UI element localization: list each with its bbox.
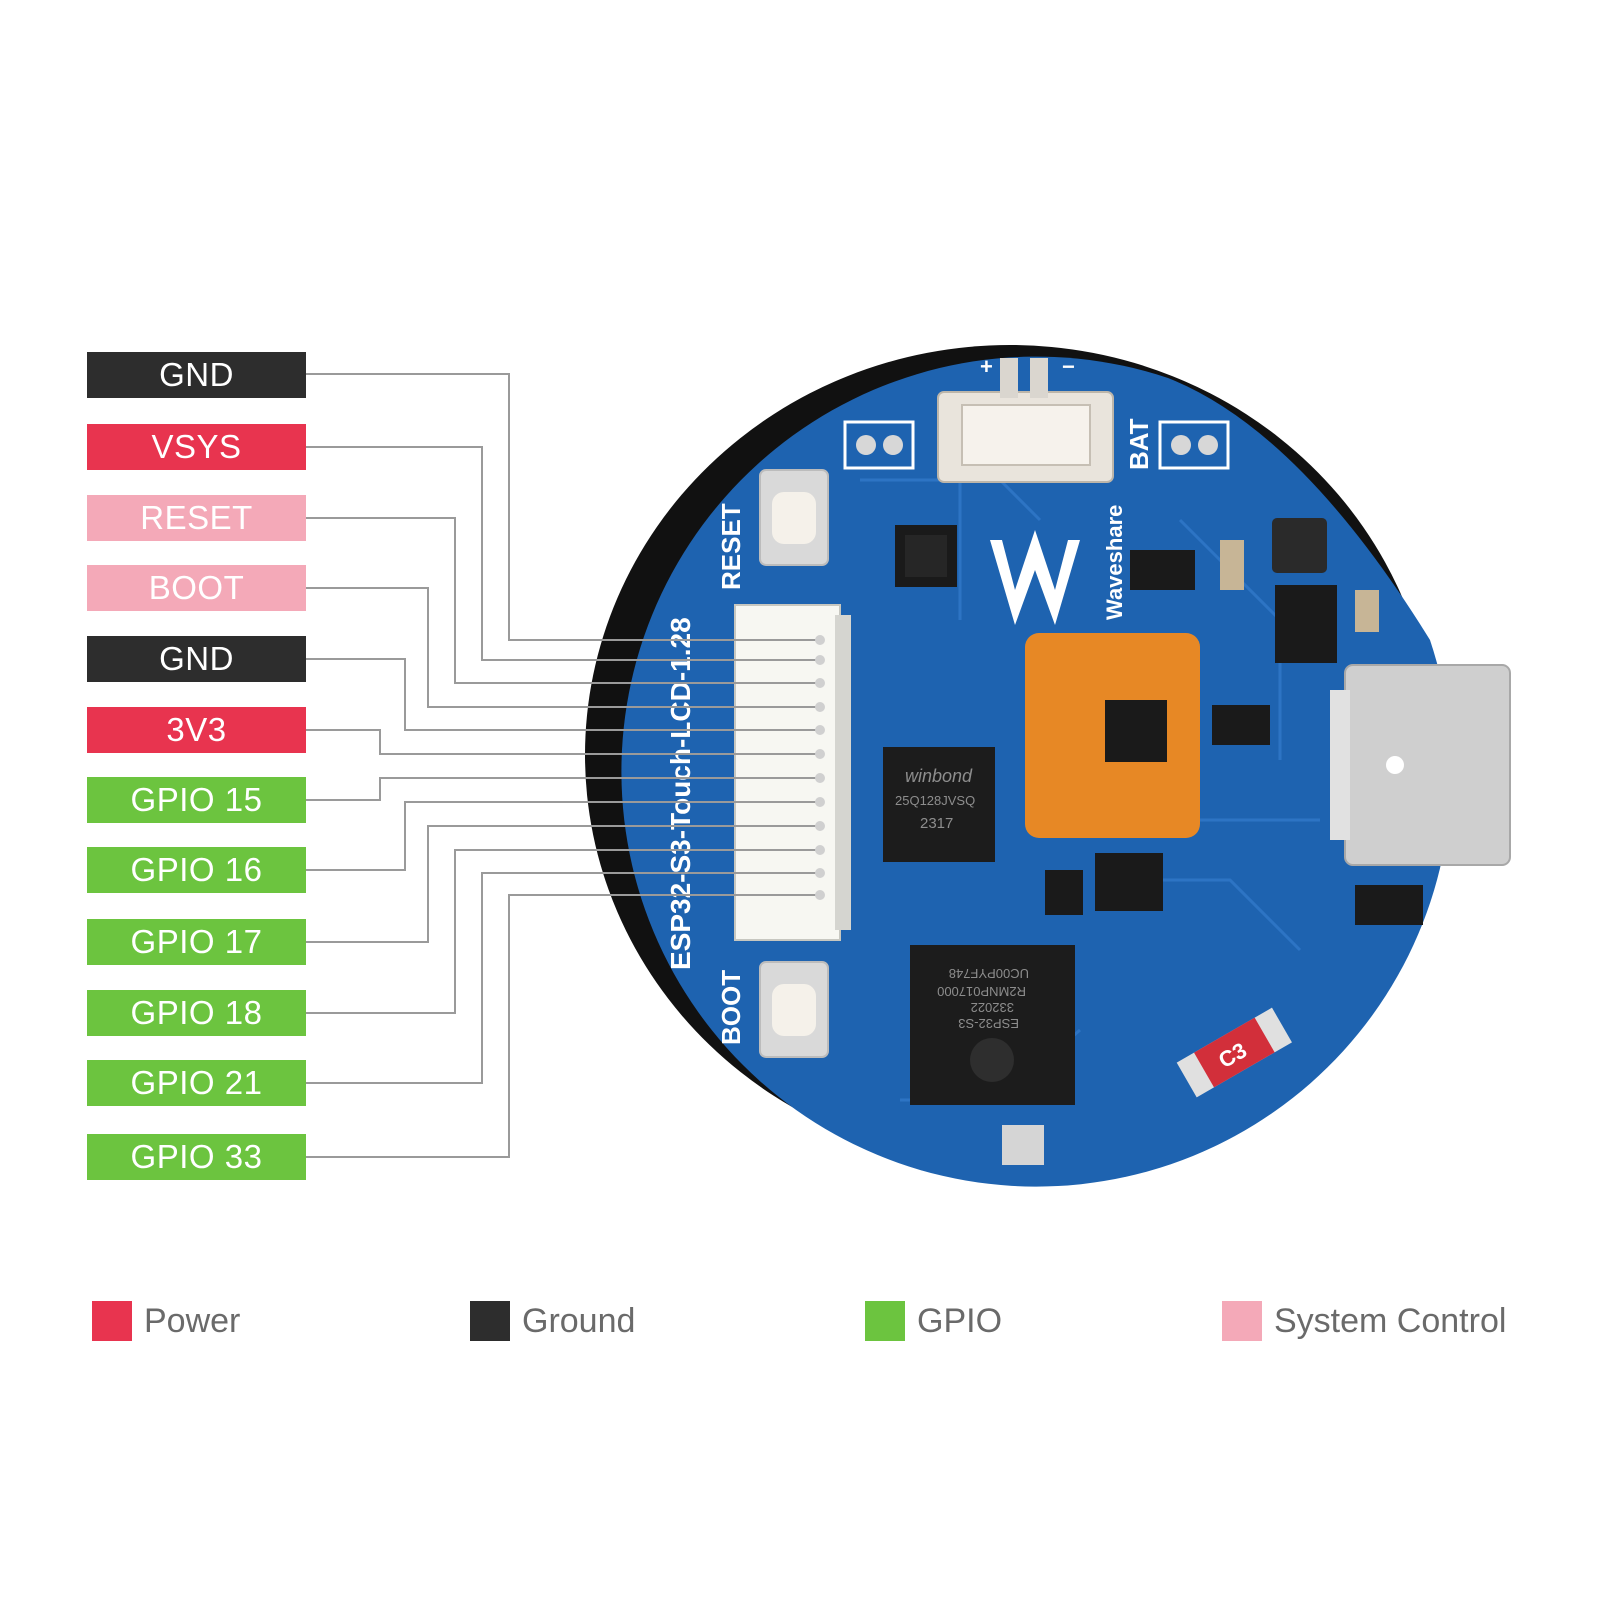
battery-connector: + −	[937, 354, 1114, 483]
soc-line1-label: ESP32-S3	[958, 1016, 1019, 1031]
pin-label-gpio33: GPIO 33	[87, 1134, 306, 1180]
pin-label-gpio16: GPIO 16	[87, 847, 306, 893]
board-name-label: ESP32-S3-Touch-LCD-1.28	[665, 617, 696, 970]
inductor	[1272, 518, 1327, 573]
leader-line-3v3	[306, 729, 820, 755]
brand-silk-label: Waveshare	[1102, 505, 1127, 620]
legend-label-power: Power	[144, 1301, 241, 1340]
battery-plus-label: +	[980, 354, 993, 379]
small-chips	[1045, 705, 1423, 925]
leader-line-gpio15	[306, 777, 820, 801]
legend-item-ground: Ground	[470, 1301, 635, 1341]
capacitors	[1220, 540, 1379, 632]
legend-label-gpio: GPIO	[917, 1301, 1003, 1340]
flash-code-label: 2317	[920, 815, 953, 832]
reset-button: RESET	[716, 469, 829, 590]
pin-label-gnd-1: GND	[87, 352, 306, 398]
leader-line-gpio18	[306, 849, 820, 1014]
leader-line-gpio16	[306, 801, 820, 871]
regulator-chip	[1130, 550, 1195, 590]
touch-flex-area	[1025, 633, 1200, 838]
c3-capacitor: C3	[1176, 1007, 1292, 1098]
legend-swatch-system-control	[1222, 1301, 1262, 1341]
leader-line-gpio17	[306, 825, 820, 943]
leader-line-gpio33	[306, 894, 820, 1158]
imu-chip	[895, 525, 957, 587]
waveshare-logo: Waveshare	[990, 505, 1127, 625]
esp32-soc: UC00PYF748 R2MNP017000 332022 ESP32-S3	[910, 945, 1075, 1105]
pin-label-3v3: 3V3	[87, 707, 306, 753]
legend-swatch-gpio	[865, 1301, 905, 1341]
pin-label-gpio18: GPIO 18	[87, 990, 306, 1036]
boot-button: BOOT	[716, 961, 829, 1058]
leader-line-gnd-1	[306, 373, 820, 641]
flash-brand-label: winbond	[905, 766, 973, 786]
legend-label-ground: Ground	[522, 1301, 636, 1340]
legend-swatch-power	[92, 1301, 132, 1341]
leader-line-reset	[306, 517, 820, 684]
flash-part-label: 25Q128JVSQ	[895, 793, 975, 808]
soc-line3-label: R2MNP017000	[937, 984, 1026, 999]
fpc-connector	[734, 604, 851, 941]
leader-line-gnd-2	[306, 658, 820, 731]
usb-c-connector	[1330, 664, 1511, 866]
solder-pads-left	[843, 420, 915, 470]
connector-pin-dots	[815, 635, 825, 900]
boot-silk-label: BOOT	[716, 970, 746, 1045]
legend-item-gpio: GPIO	[865, 1301, 1002, 1341]
pin-label-gpio17: GPIO 17	[87, 919, 306, 965]
battery-minus-label: −	[1062, 354, 1075, 379]
bat-label: BAT	[1124, 418, 1154, 470]
pin-label-boot: BOOT	[87, 565, 306, 611]
reset-silk-label: RESET	[716, 503, 746, 590]
solder-pads-bat: BAT	[1124, 418, 1230, 470]
soc-line2-label: 332022	[971, 1000, 1014, 1015]
pin-label-gpio15: GPIO 15	[87, 777, 306, 823]
soc-line4-label: UC00PYF748	[949, 966, 1029, 981]
flash-chip: winbond 25Q128JVSQ 2317	[883, 747, 995, 862]
pin-label-gnd-2: GND	[87, 636, 306, 682]
legend-swatch-ground	[470, 1301, 510, 1341]
charger-chip	[1275, 585, 1337, 663]
legend-label-system-control: System Control	[1274, 1301, 1507, 1340]
leader-line-vsys	[306, 446, 820, 661]
legend-item-system-control: System Control	[1222, 1301, 1506, 1341]
leader-line-gpio21	[306, 872, 820, 1084]
leader-line-boot	[306, 587, 820, 708]
crystal	[1002, 1125, 1044, 1165]
legend-item-power: Power	[92, 1301, 240, 1341]
pin-label-reset: RESET	[87, 495, 306, 541]
pin-label-gpio21: GPIO 21	[87, 1060, 306, 1106]
leader-lines	[306, 373, 820, 1158]
pin-label-vsys: VSYS	[87, 424, 306, 470]
